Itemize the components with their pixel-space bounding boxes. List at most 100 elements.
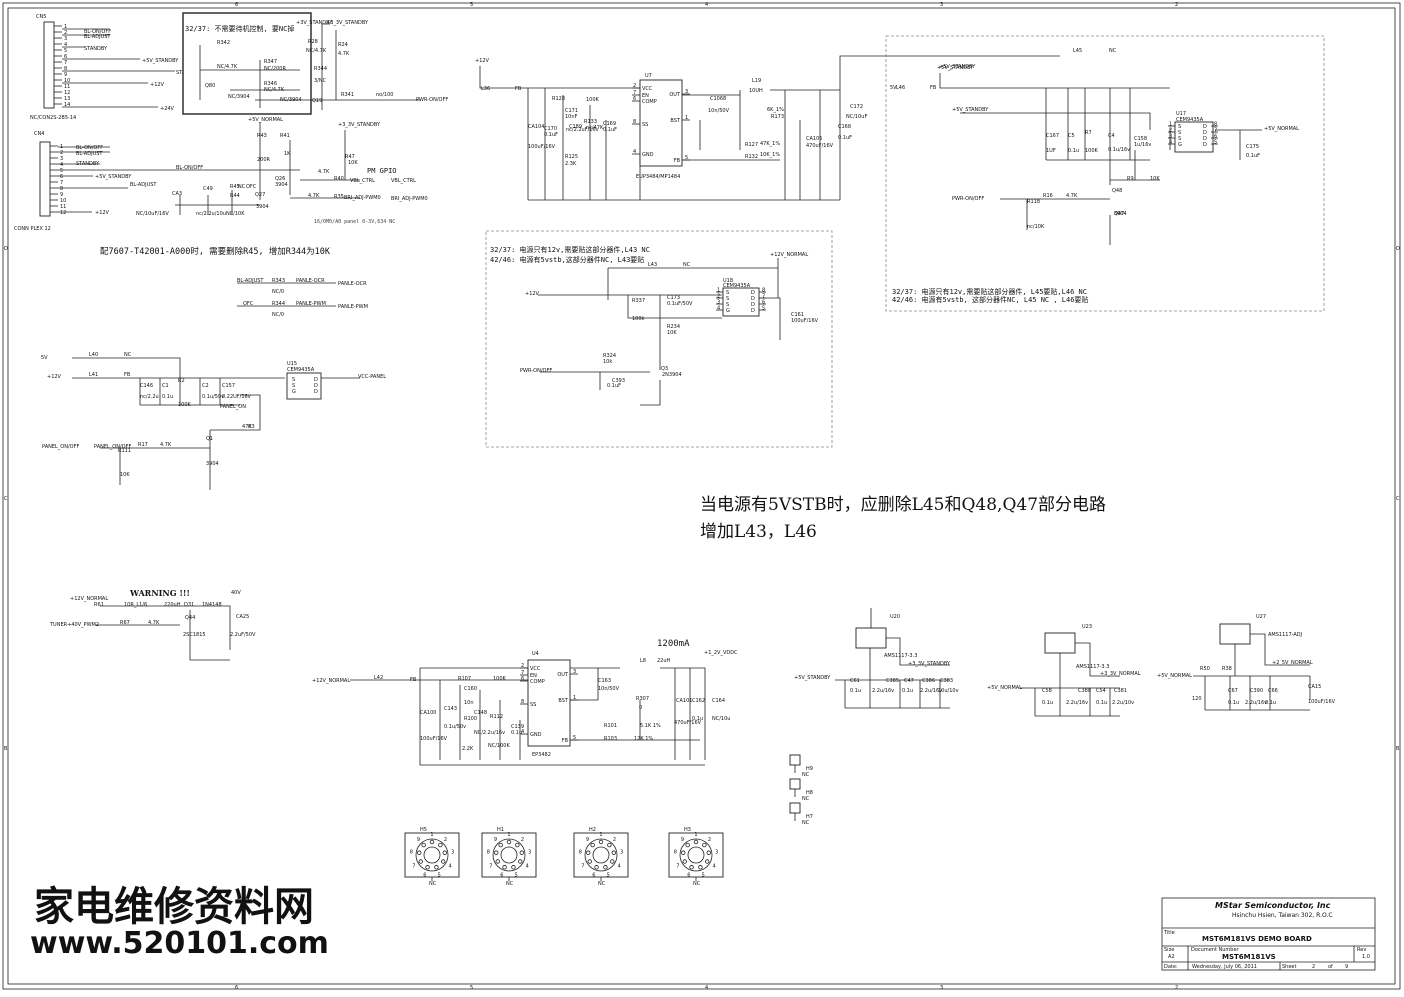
note-5vstb-remove: 当电源有5VSTB时，应删除L45和Q48,Q47部分电路 [700,495,1106,515]
net-label: +5V_STANDBY [142,58,179,64]
net-label: BL-ADJUST [237,278,264,284]
component-label: 10n/50V [708,108,730,114]
border-row-label: B [4,746,8,752]
mounting-hole-pin [702,842,707,848]
chip-pin-name: EN [642,93,649,99]
border-col-label: 2 [1175,2,1178,8]
switch-u18-block: 32/37: 电源只有12v,需要贴这部分器件,L43 NC 42/46: 电源… [485,230,833,448]
part-label: Q26 [275,176,285,182]
connector-pin-number: 5 [60,168,63,174]
border-row-label: C [4,496,8,502]
net-label: VBL_CTRL [350,178,375,184]
border-col-label: 4 [705,985,708,991]
chip-pin-number: 8 [521,699,524,705]
component-label: L36 [481,86,490,92]
mounting-hole-value: NC [506,881,514,887]
component-label: R9 [1127,176,1134,182]
chip-part: CEM9435A [287,367,315,373]
border-col-label: 3 [940,985,943,991]
mounting-hole-ref: H5 [420,827,427,833]
connector-body [43,21,55,109]
part-label: R344 [314,66,327,72]
mounting-hole-pin-number: 5 [607,873,610,879]
mounting-hole-ref: H8 [806,790,813,796]
mounting-hole-pad [789,754,801,766]
chip-pin-name: D [1203,142,1207,148]
net-label: PANLE-OCR [338,281,367,287]
component-label: NC/100K [488,743,510,749]
connector-pin-number: 11 [64,84,70,90]
component-label: nc/2.2u [140,394,159,400]
mounting-hole-ring [679,838,713,872]
component-label: R17 [138,442,148,448]
title-block-frame [1161,897,1376,971]
component-label: 470uF/16V [806,143,834,149]
part-label: R40 [334,176,344,182]
chip-pin-name: EN [530,673,537,679]
chip-ref: U7 [645,73,652,79]
component-label: 100K [178,402,192,408]
connector-body [39,141,51,217]
net-label: STANDBY [76,161,100,167]
component-label: 5.1K 1% [640,723,661,729]
chip-pin-name: D [751,302,755,308]
component-label: 100uF/16V [420,736,448,742]
standby-control-frame [182,12,312,115]
net-label: PANLE-PWM [338,304,368,310]
component-label: C170 [544,126,557,132]
connector-pin-number: 13 [64,96,70,102]
chip-pin-number: 1 [685,115,688,121]
connector-pin-number: 12 [64,90,70,96]
part-label: R35 [334,194,344,200]
connector-pin-number: 2 [64,30,67,36]
border-col-label: 5 [470,2,473,8]
component-label: CA104 [528,124,544,130]
component-label: 10k [603,359,612,365]
chip-pin-name: BST [558,698,569,704]
component-label: R111 [118,448,131,454]
component-label: C5 [1068,133,1075,139]
title-label: Title [1163,930,1175,936]
component-label: R61 [94,602,104,608]
connector-pin-number: 10 [60,198,66,204]
switch-u17-body [1174,121,1214,153]
net-label: +1_2V_VDDC [704,650,738,656]
mounting-hole-pin-number: 6 [687,873,690,879]
component-label: C390 [1250,688,1263,694]
component-label: R132 [745,154,758,160]
mounting-hole-pin [611,850,617,855]
connector-pin-number: 10 [64,78,70,84]
chip-pin-number: 6 [521,676,524,682]
u20-component-labels: C610.1uC3852.2u/16vC470.1uC3862.2u/16vC3… [850,678,959,694]
net-label: +12V [95,210,110,216]
component-label: C1 [162,383,169,389]
mounting-hole-pin-number: 5 [438,873,441,879]
part-label: 4.7K [318,169,330,175]
component-label: R101 [604,723,617,729]
mounting-hole-pin [598,839,604,845]
component-label: Q3 [661,366,668,372]
chip-part: CEM9435A [1176,117,1204,123]
mounting-hole-pin-number: 1 [430,832,433,838]
chip-pin-name: S [726,302,729,308]
mounting-hole-pin [585,850,591,855]
component-label: 0.1u/16v [1108,147,1130,153]
mounting-hole-pin [502,865,507,870]
component-label: 2.2uF/50V [230,632,256,638]
component-label: 0.1u [1265,700,1276,706]
component-label: 10K [1150,176,1160,182]
panel-select-wires [237,282,336,307]
chip-pin-number: 1 [573,695,576,701]
component-label: C381 [1114,688,1127,694]
component-label: C393 [612,378,625,384]
mounting-hole-pin [442,850,448,855]
border-col-label: 6 [235,985,238,991]
chip-pin-number: 6 [1214,134,1217,140]
sheet-value: 2 [1312,964,1315,970]
border-col-label: 5 [470,985,473,991]
connector-pin-number: 7 [64,60,67,66]
component-label: C388 [1078,688,1091,694]
mounting-hole-pin [518,859,523,864]
